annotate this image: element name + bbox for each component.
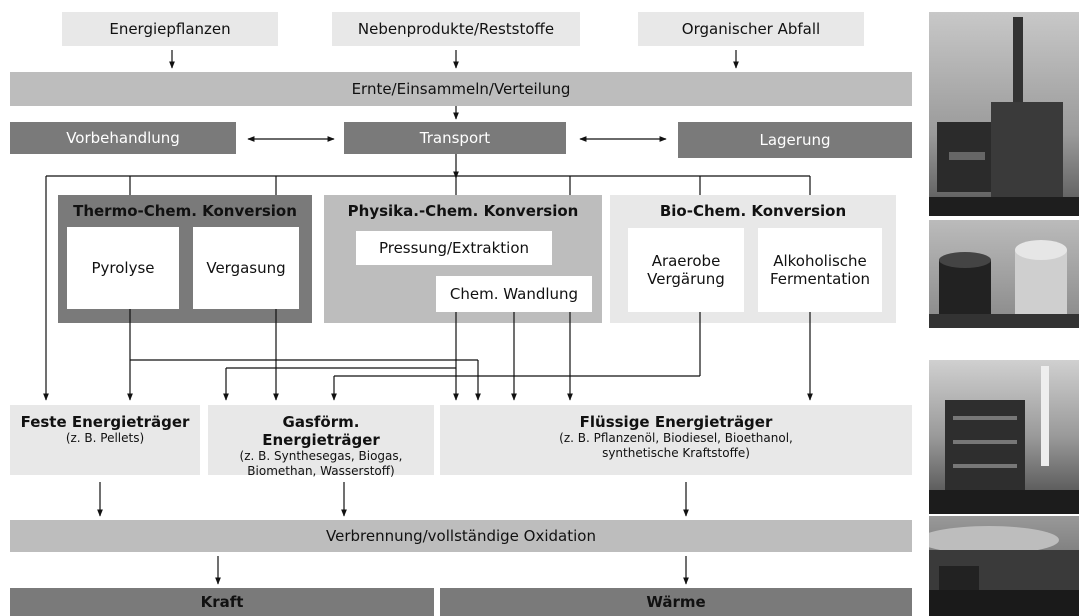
connector-lines	[43, 50, 813, 585]
gas-carrier-title: Gasförm. Energieträger	[262, 413, 380, 449]
physico-chem-title: Physika.-Chem. Konversion	[347, 202, 579, 220]
thermo-chem-title: Thermo-Chem. Konversion	[73, 202, 297, 220]
input-organic-waste: Organischer Abfall	[638, 12, 864, 46]
pretreatment-box: Vorbehandlung	[10, 122, 236, 154]
gas-carrier-box: Gasförm. Energieträger (z. B. Synthesega…	[208, 405, 434, 478]
incineration-plant-photo	[929, 12, 1079, 216]
bio-chem-title: Bio-Chem. Konversion	[659, 202, 847, 220]
input-energy-crops: Energiepflanzen	[62, 12, 278, 46]
combustion-bar: Verbrennung/vollständige Oxidation	[10, 520, 912, 552]
liquid-carrier-box: Flüssige Energieträger (z. B. Pflanzenöl…	[440, 405, 912, 475]
biogas-facility-photo	[929, 516, 1079, 616]
pyrolysis-box: Pyrolyse	[67, 227, 179, 309]
solid-carrier-detail: (z. B. Pellets)	[65, 431, 145, 445]
gas-carrier-detail: (z. B. Synthesegas, Biogas, Biomethan, W…	[239, 449, 403, 478]
heat-output-box: Wärme	[440, 588, 912, 616]
liquid-carrier-title: Flüssige Energieträger	[579, 413, 773, 431]
biogas-silo-photo	[929, 220, 1079, 328]
transport-box: Transport	[344, 122, 566, 154]
power-output-box: Kraft	[10, 588, 434, 616]
liquid-carrier-detail: (z. B. Pflanzenöl, Biodiesel, Bioethanol…	[559, 431, 793, 460]
pressing-extraction-box: Pressung/Extraktion	[356, 231, 552, 265]
input-byproducts: Nebenprodukte/Reststoffe	[332, 12, 580, 46]
industrial-plant-photo	[929, 360, 1079, 514]
alcoholic-fermentation-box: Alkoholische Fermentation	[758, 228, 882, 312]
storage-box: Lagerung	[678, 122, 912, 158]
solid-carrier-box: Feste Energieträger (z. B. Pellets)	[10, 405, 200, 475]
chem-conversion-box: Chem. Wandlung	[436, 276, 592, 312]
harvest-bar: Ernte/Einsammeln/Verteilung	[10, 72, 912, 106]
gasification-box: Vergasung	[193, 227, 299, 309]
solid-carrier-title: Feste Energieträger	[20, 413, 190, 431]
anaerobic-digestion-box: Araerobe Vergärung	[628, 228, 744, 312]
